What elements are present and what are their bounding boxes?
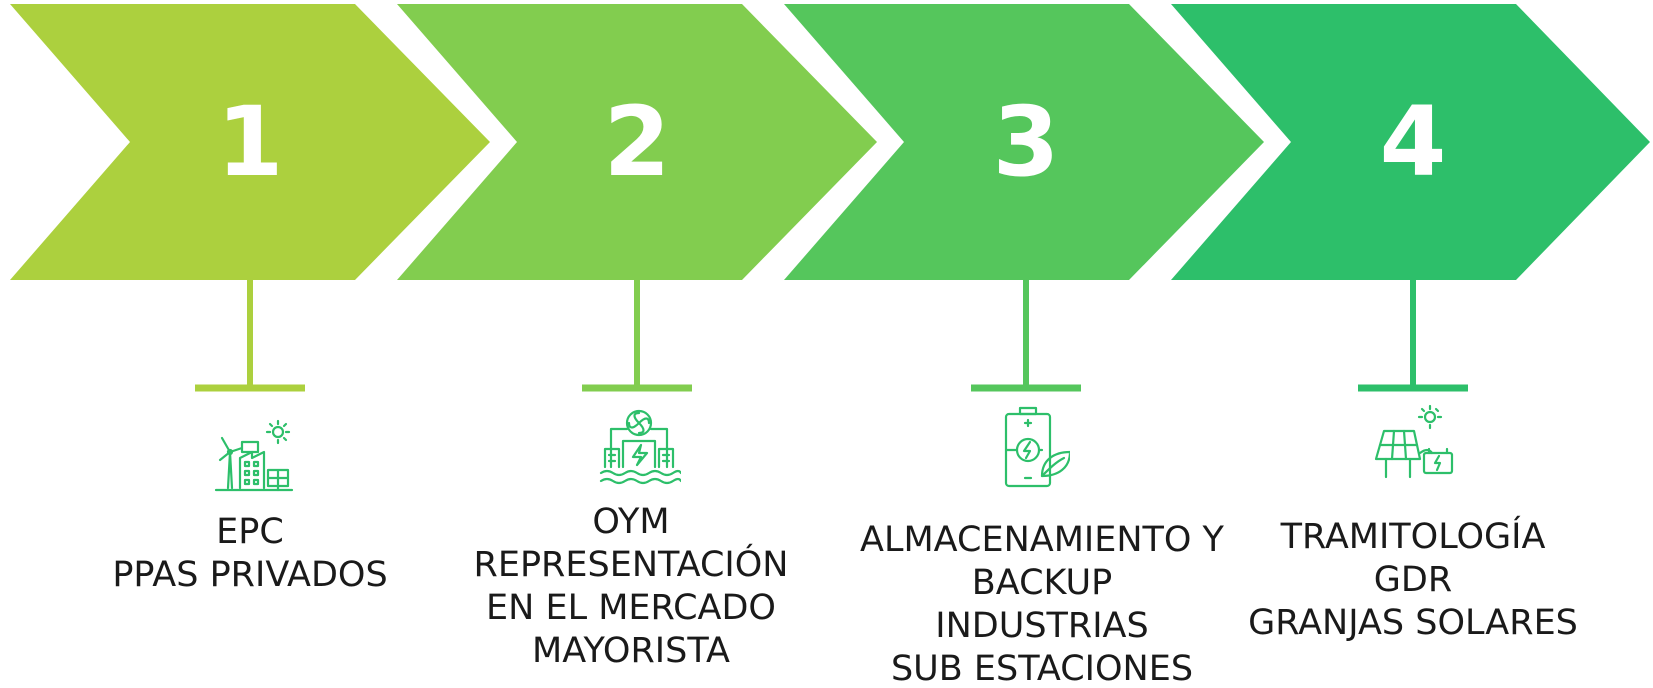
caption-line: GDR: [1373, 560, 1453, 600]
renewable-plant-icon: [214, 419, 294, 492]
caption-line: ALMACENAMIENTO Y: [860, 520, 1224, 560]
step-1-connector: [195, 280, 305, 392]
caption-line: MAYORISTA: [532, 631, 730, 671]
step-4-chevron: [1171, 4, 1650, 280]
caption-line: EPC: [216, 512, 284, 552]
caption-line: EN EL MERCADO: [486, 588, 776, 628]
step-1-caption: EPC PPAS PRIVADOS: [60, 511, 440, 597]
step-3-chevron: [784, 4, 1264, 280]
step-3-connector: [971, 280, 1081, 392]
caption-line: GRANJAS SOLARES: [1248, 603, 1578, 643]
step-2-number: 2: [603, 86, 671, 198]
step-2-caption: OYM REPRESENTACIÓN EN EL MERCADO MAYORIS…: [441, 501, 821, 673]
step-2-connector: [582, 280, 692, 392]
caption-line: TRAMITOLOGÍA: [1280, 517, 1546, 557]
caption-line: OYM: [592, 502, 670, 542]
caption-line: INDUSTRIAS: [935, 606, 1149, 646]
caption-line: BACKUP: [971, 563, 1113, 603]
step-2-chevron: [397, 4, 877, 280]
caption-line: SUB ESTACIONES: [890, 649, 1194, 688]
step-4-caption: TRAMITOLOGÍA GDR GRANJAS SOLARES: [1223, 516, 1603, 645]
caption-line: REPRESENTACIÓN: [473, 545, 789, 585]
solar-panel-battery-icon: [1374, 404, 1454, 479]
step-4-number: 4: [1379, 86, 1447, 198]
step-4-connector: [1358, 280, 1468, 392]
step-1-chevron: [10, 4, 490, 280]
hydro-power-plant-icon: [599, 409, 681, 485]
eco-battery-icon: [1004, 406, 1070, 488]
step-3-caption: ALMACENAMIENTO Y BACKUP INDUSTRIAS SUB E…: [852, 519, 1232, 688]
step-3-number: 3: [992, 86, 1060, 198]
step-1-number: 1: [216, 86, 284, 198]
caption-line: PPAS PRIVADOS: [112, 555, 388, 595]
